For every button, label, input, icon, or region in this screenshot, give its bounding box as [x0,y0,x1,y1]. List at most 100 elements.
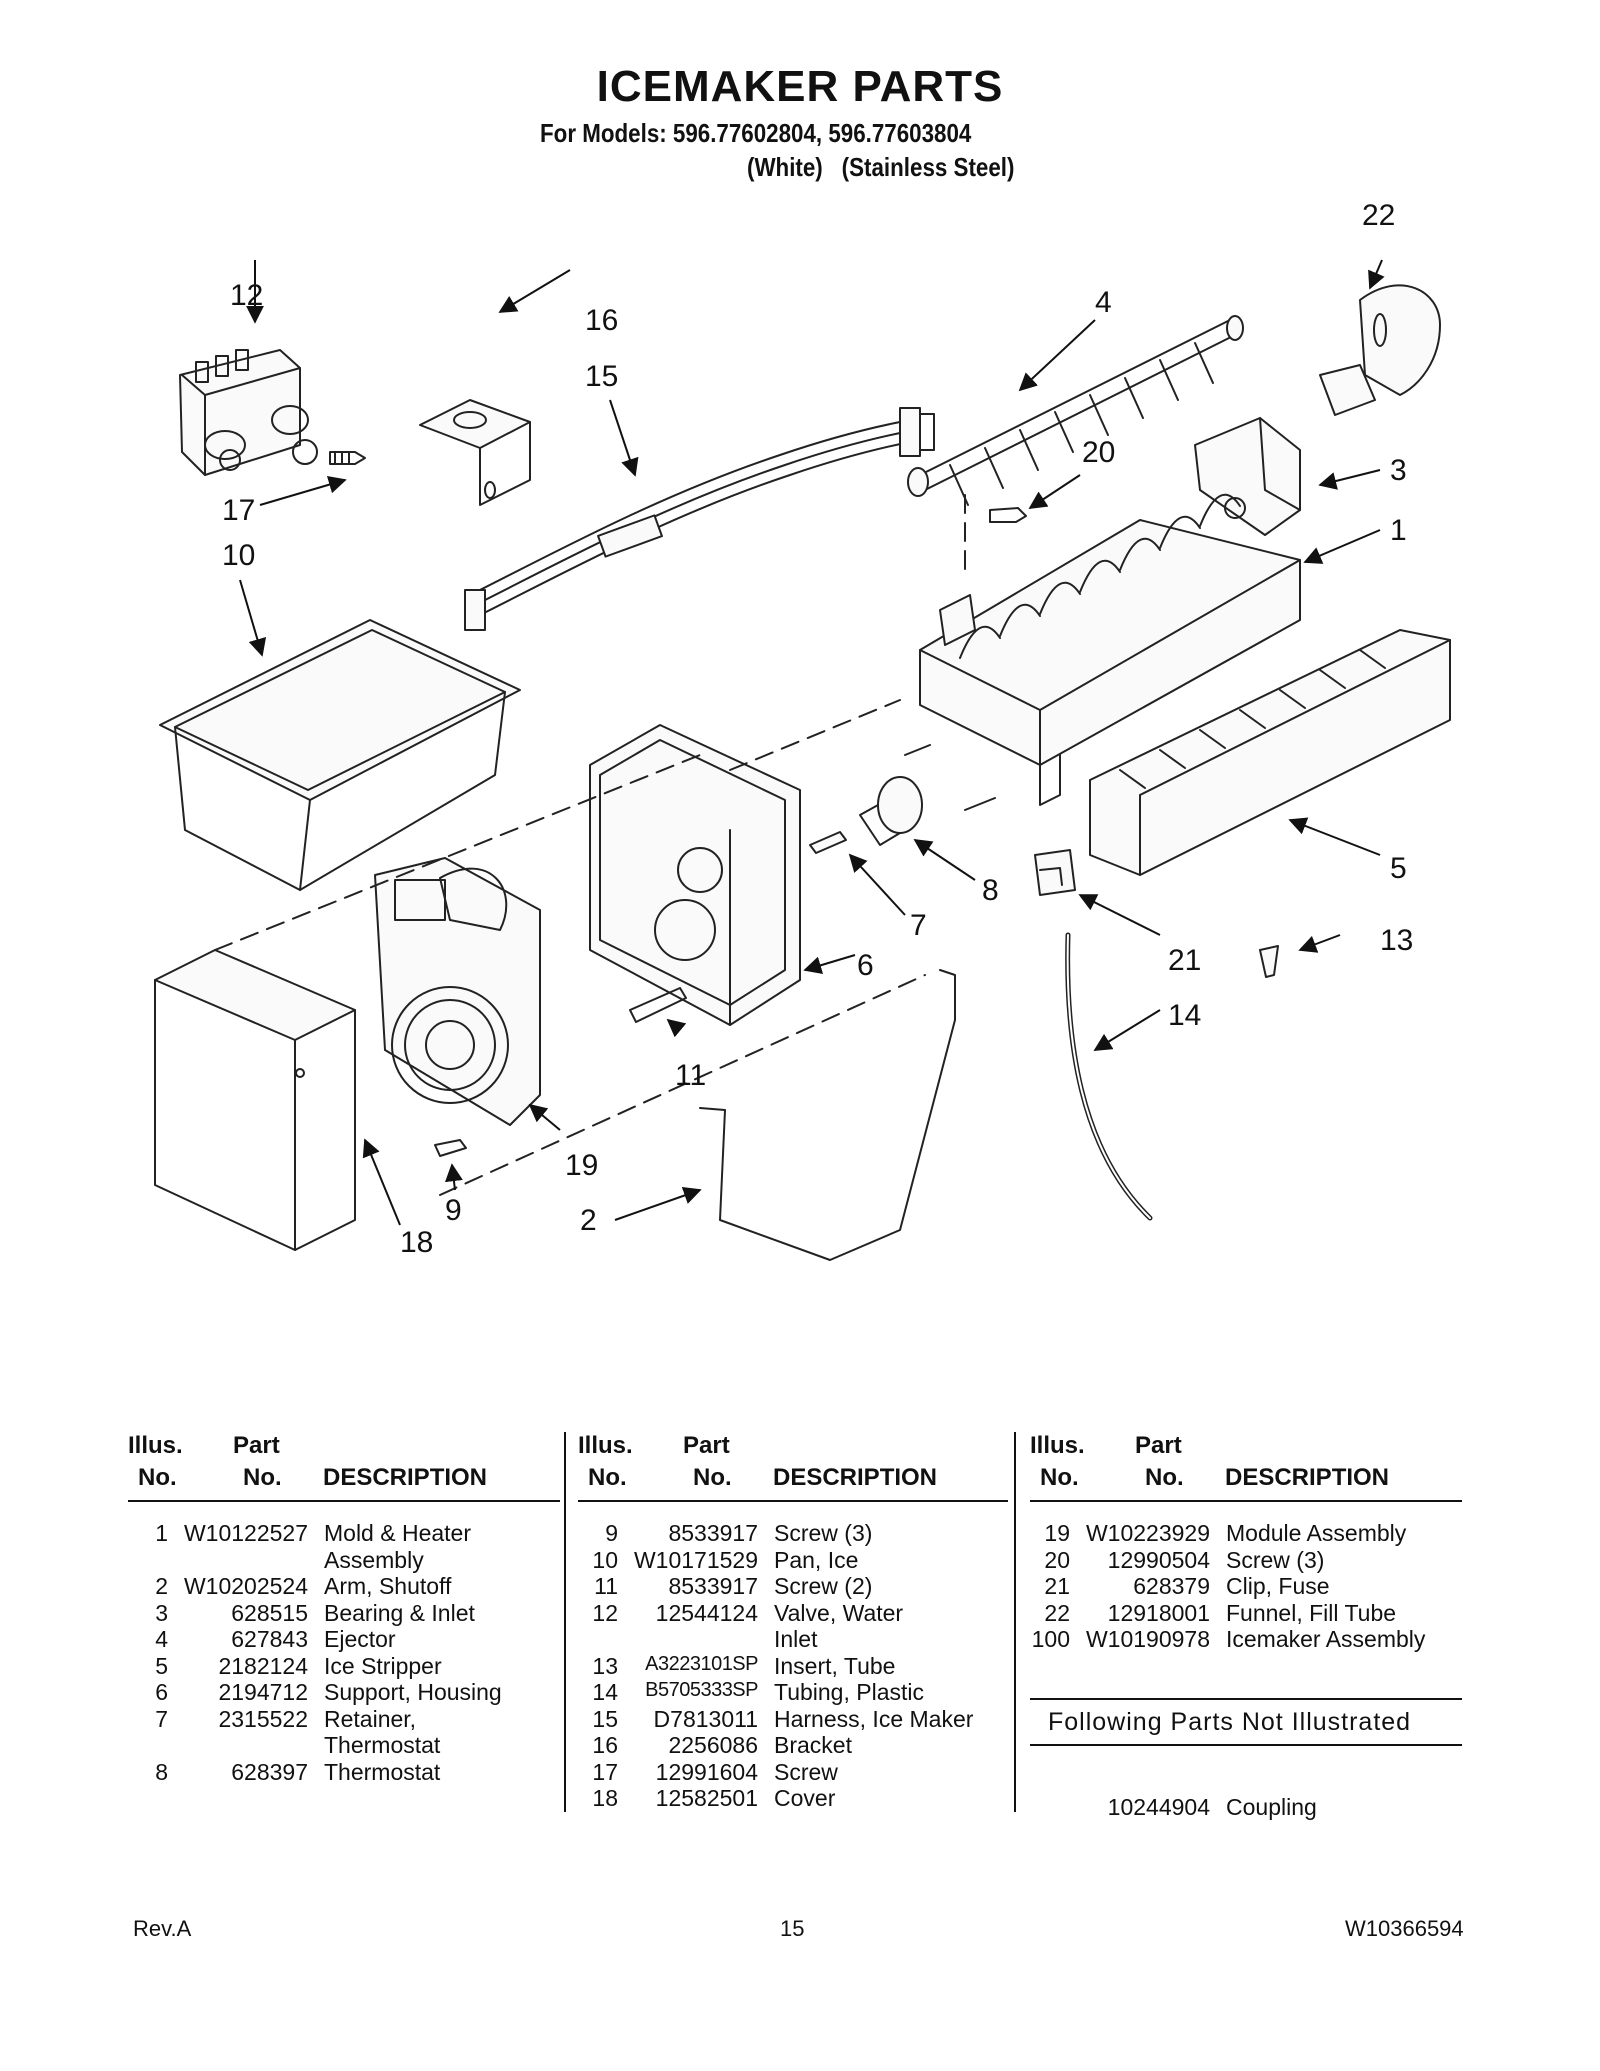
ejector-part [907,315,1244,506]
header-part: Part [233,1432,280,1459]
part-description: Bearing & Inlet [324,1599,475,1626]
housing-support-part [589,724,801,1026]
revision: Rev.A [133,1916,192,1941]
part-description: Clip, Fuse [1226,1573,1330,1599]
callout-17: 17 [222,494,255,527]
part-number: 12582501 [655,1785,758,1811]
part-number: 12544124 [655,1599,758,1626]
illus-number: 22 [1044,1599,1070,1626]
part-number: W10223929 [1085,1520,1210,1546]
table-row: 18 12582501 Cover [578,1785,1010,1811]
leader-6 [803,954,856,974]
callout-9: 9 [445,1194,462,1227]
cover-part [154,949,356,1251]
part-description: Thermostat [324,1758,441,1785]
part-description: Thermostat [324,1732,441,1758]
illus-number: 15 [592,1705,618,1732]
part-number: 10244904 [1107,1794,1210,1820]
header-illus-no: No. [138,1464,177,1491]
callout-5: 5 [1390,852,1407,885]
fuse-clip-part [1034,849,1076,896]
leader-5 [1288,817,1381,856]
part-number: 8533917 [668,1573,758,1599]
leader-10 [239,579,267,657]
leader-11 [666,1018,687,1038]
screw-20-part [989,507,1027,523]
part-number: D7813011 [653,1705,758,1732]
part-description: Ejector [324,1626,396,1652]
mold-heater-part [919,493,1301,806]
part-number: 2256086 [668,1732,758,1758]
leader-17 [259,475,347,506]
part-description: Cover [774,1785,836,1811]
part-number: 2194712 [218,1679,308,1705]
part-description: Mold & Heater [324,1520,472,1546]
callout-8: 8 [982,874,999,907]
header-part-no: No. [693,1464,732,1491]
part-number: 12991604 [655,1758,758,1785]
part-number: 628397 [231,1758,308,1785]
callout-16: 16 [585,304,618,337]
part-number: A3223101SP [645,1652,758,1675]
part-number: 2315522 [218,1705,308,1732]
illus-number: 18 [592,1785,618,1811]
callout-4: 4 [1095,286,1112,319]
illus-number: 21 [1044,1573,1070,1599]
part-number: W10171529 [633,1546,758,1573]
part-description: Icemaker Assembly [1226,1626,1426,1652]
table-row: 1 W10122527 Mold & Heater [128,1520,560,1546]
callout-20: 20 [1082,436,1115,469]
leader-20 [1028,474,1081,509]
header-part-no: No. [1145,1464,1184,1491]
finish-white: (White) [747,152,823,182]
illus-number: 1 [155,1520,168,1546]
part-description: Screw (3) [774,1520,873,1546]
leader-1 [1303,529,1381,564]
ice-stripper-part [1089,629,1451,876]
illus-number: 12 [592,1599,618,1626]
illus-number: 19 [1044,1520,1070,1546]
not-illustrated-rule [1030,1744,1462,1746]
leader-15 [609,399,639,477]
header-description: DESCRIPTION [323,1464,488,1491]
not-illustrated-rule [1030,1698,1462,1700]
finish-stainless: (Stainless Steel) [841,152,1015,182]
part-number: 2182124 [218,1652,308,1679]
part-number: W10122527 [183,1520,308,1546]
table-row: Thermostat [128,1732,560,1758]
thermostat-retainer-part [809,831,847,854]
callout-3: 3 [1390,454,1407,487]
table-row: 15 D7813011 Harness, Ice Maker [578,1706,1010,1732]
bracket-part [419,399,531,506]
part-number: B5705333SP [645,1679,758,1701]
part-number: 8533917 [668,1520,758,1546]
exploded-parts-diagram: 12 16 15 4 22 20 3 1 17 10 5 8 7 6 13 21… [154,199,1451,1261]
not-illustrated-heading: Following Parts Not Illustrated [1048,1708,1412,1736]
callout-19: 19 [565,1149,598,1182]
wire-harness-part [464,407,935,631]
leader-18 [362,1138,401,1226]
callout-13: 13 [1380,924,1413,957]
plastic-tubing-part [1065,932,1153,1221]
illus-number: 20 [1044,1546,1070,1573]
header-illus-no: No. [1040,1464,1079,1491]
illus-number: 10 [592,1546,618,1573]
callout-14: 14 [1168,999,1201,1032]
illus-number: 5 [155,1652,168,1679]
part-description: Valve, Water [774,1599,904,1626]
illus-number: 2 [155,1573,168,1599]
part-description: Harness, Ice Maker [774,1705,974,1732]
part-number: W10202524 [183,1573,308,1599]
part-description: Screw (2) [774,1573,873,1599]
leader-14 [1093,1009,1161,1051]
